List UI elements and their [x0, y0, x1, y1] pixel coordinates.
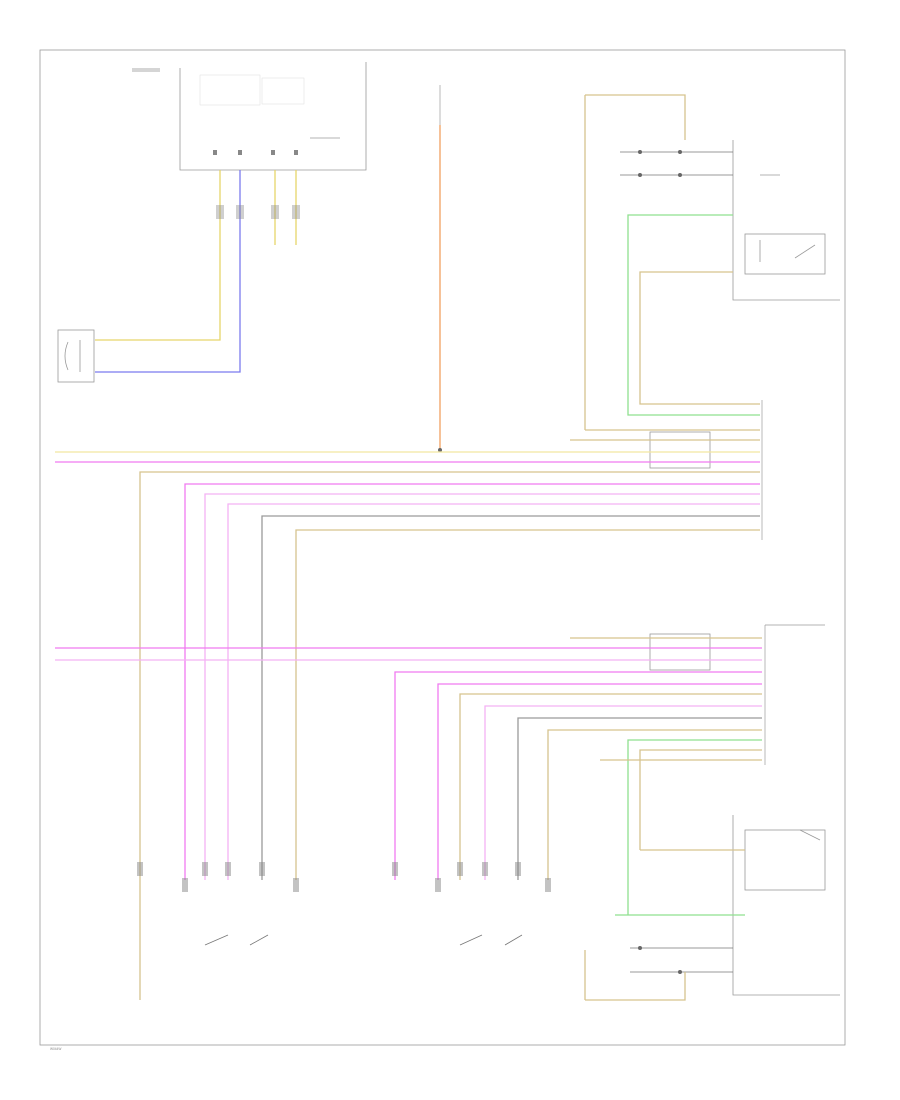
cluster-pin [294, 150, 298, 155]
power-lock-motor [744, 829, 826, 891]
wire-connector [236, 205, 244, 219]
blue-wire [95, 170, 241, 373]
sensor-component [57, 329, 95, 383]
green-wire [627, 739, 762, 915]
lightpink-wire [204, 493, 760, 880]
tan-wire [139, 471, 760, 1000]
wire-connector [259, 862, 265, 876]
left-rear-door-box [732, 815, 840, 996]
sensor-box [57, 329, 95, 383]
right-rear-door-module [732, 140, 840, 301]
switch-symbol [204, 934, 229, 946]
pink-wire [184, 483, 760, 880]
lightpink-wire [227, 503, 760, 880]
wire-connector [182, 878, 188, 892]
tan-wire [459, 693, 762, 880]
wire-connector [457, 862, 463, 876]
switch-symbol [249, 934, 269, 946]
tan-wire [639, 271, 760, 405]
tan-wire [585, 972, 686, 1001]
wire-connector [293, 878, 299, 892]
cluster-pin [213, 150, 217, 155]
tan-wire [639, 749, 762, 850]
tan-wire [295, 529, 760, 880]
cluster-pin [238, 150, 242, 155]
left-front-lock-switch [649, 633, 711, 671]
power-lock-motor [744, 233, 826, 275]
splice [678, 150, 682, 154]
cluster-pin [271, 150, 275, 155]
pink-wire [437, 683, 762, 880]
yellow-wire [95, 170, 221, 341]
wire-connector [202, 862, 208, 876]
right-rear-connector [649, 400, 763, 540]
wire-connector [482, 862, 488, 876]
pink-wire [394, 671, 762, 880]
left-signal-indicator [199, 74, 261, 106]
wire-connector [392, 862, 398, 876]
wire-connector [137, 862, 143, 876]
splice [678, 970, 682, 974]
left-rear-lock-switch-group [392, 862, 551, 946]
wire-connector [435, 878, 441, 892]
wire-connector [515, 862, 521, 876]
switch-symbol [799, 829, 821, 841]
green-wire [627, 214, 760, 416]
right-front-lock-switch [649, 431, 711, 469]
wire-connector [271, 205, 279, 219]
right-rear-lock-switch-group [137, 862, 299, 946]
switch-symbol [794, 244, 816, 259]
right-signal-indicator [261, 77, 305, 105]
switch-symbol [504, 934, 523, 946]
left-rear-connector [649, 624, 825, 765]
tan-wire [547, 729, 762, 880]
instrument-cluster [132, 62, 367, 171]
gray-wire [517, 717, 762, 880]
page-border [39, 49, 846, 1046]
splice [638, 150, 642, 154]
splice [638, 946, 642, 950]
splice [638, 173, 642, 177]
left-rear-door-module [732, 815, 840, 996]
wire-connector [292, 205, 300, 219]
instrument-cluster-box [179, 62, 367, 171]
switch-symbol [459, 934, 483, 946]
gray-wire [261, 515, 760, 880]
cluster-label-mark [132, 68, 160, 72]
wire-connector [545, 878, 551, 892]
splice [438, 448, 442, 452]
wire-connector [225, 862, 231, 876]
sensor-symbol [64, 341, 69, 371]
lightpink-wire [484, 705, 762, 880]
page-id: W044W [50, 1047, 61, 1051]
right-rear-door-box [732, 140, 840, 301]
splice [678, 173, 682, 177]
tan-wire [585, 94, 686, 140]
wire-connector [216, 205, 224, 219]
